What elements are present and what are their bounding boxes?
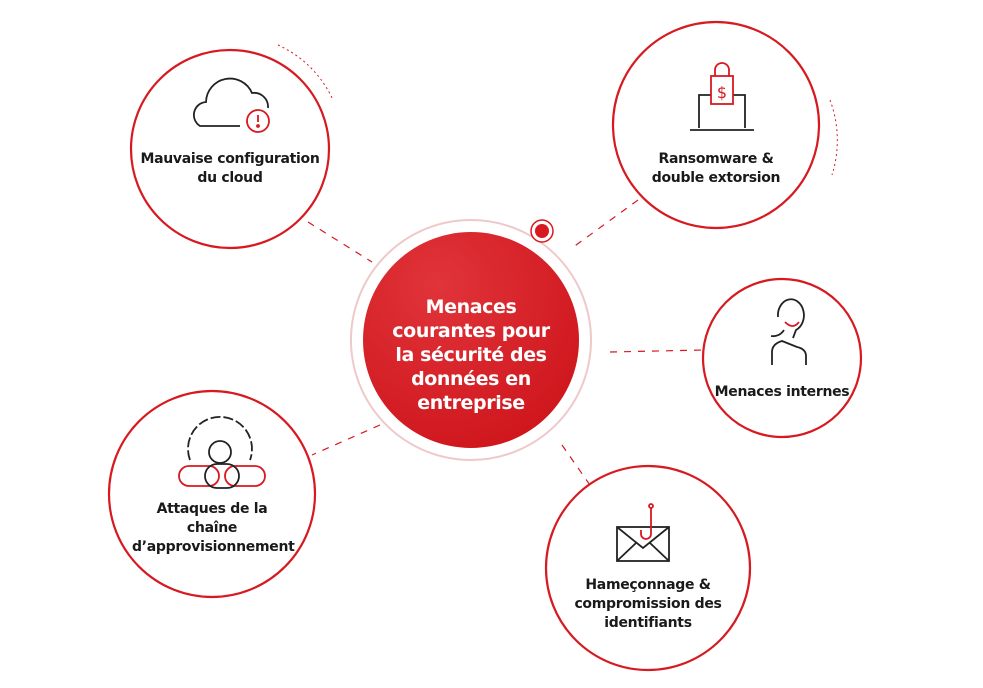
center-dot-inner <box>535 224 549 238</box>
connector-insider <box>609 349 705 353</box>
node-circle-supply <box>107 389 317 599</box>
node-label-supply: Attaques de la chaîne d’approvisionnemen… <box>132 501 295 555</box>
node-label-ransomware: Ransomware & double extorsion <box>651 151 781 186</box>
person-icon <box>770 298 807 365</box>
node-circle-insider <box>701 277 863 439</box>
node-label-insider: Menaces internes <box>714 384 850 400</box>
laptop-lock-dollar-icon: $ <box>690 62 754 131</box>
connector-supply <box>311 424 381 456</box>
connector-cloud <box>307 221 373 263</box>
connector-phishing <box>561 444 593 489</box>
connectors <box>307 199 705 489</box>
connector-ransomware <box>571 199 639 249</box>
center-ring <box>350 219 592 461</box>
node-circle-ransomware <box>611 20 821 230</box>
node-label-cloud: Mauvaise configuration du cloud <box>140 151 320 186</box>
center-title: Menaces courantes pour la sécurité des d… <box>392 296 550 414</box>
envelope-hook-icon <box>616 503 670 562</box>
svg-text:$: $ <box>717 83 727 102</box>
gear-chain-icon <box>178 416 266 489</box>
center-circle <box>363 232 579 448</box>
cloud-alert-icon <box>193 77 270 133</box>
node-label-phishing: Hameçonnage & compromission des identifi… <box>574 577 722 631</box>
node-circle-cloud <box>129 48 331 250</box>
node-circle-phishing <box>544 464 752 672</box>
